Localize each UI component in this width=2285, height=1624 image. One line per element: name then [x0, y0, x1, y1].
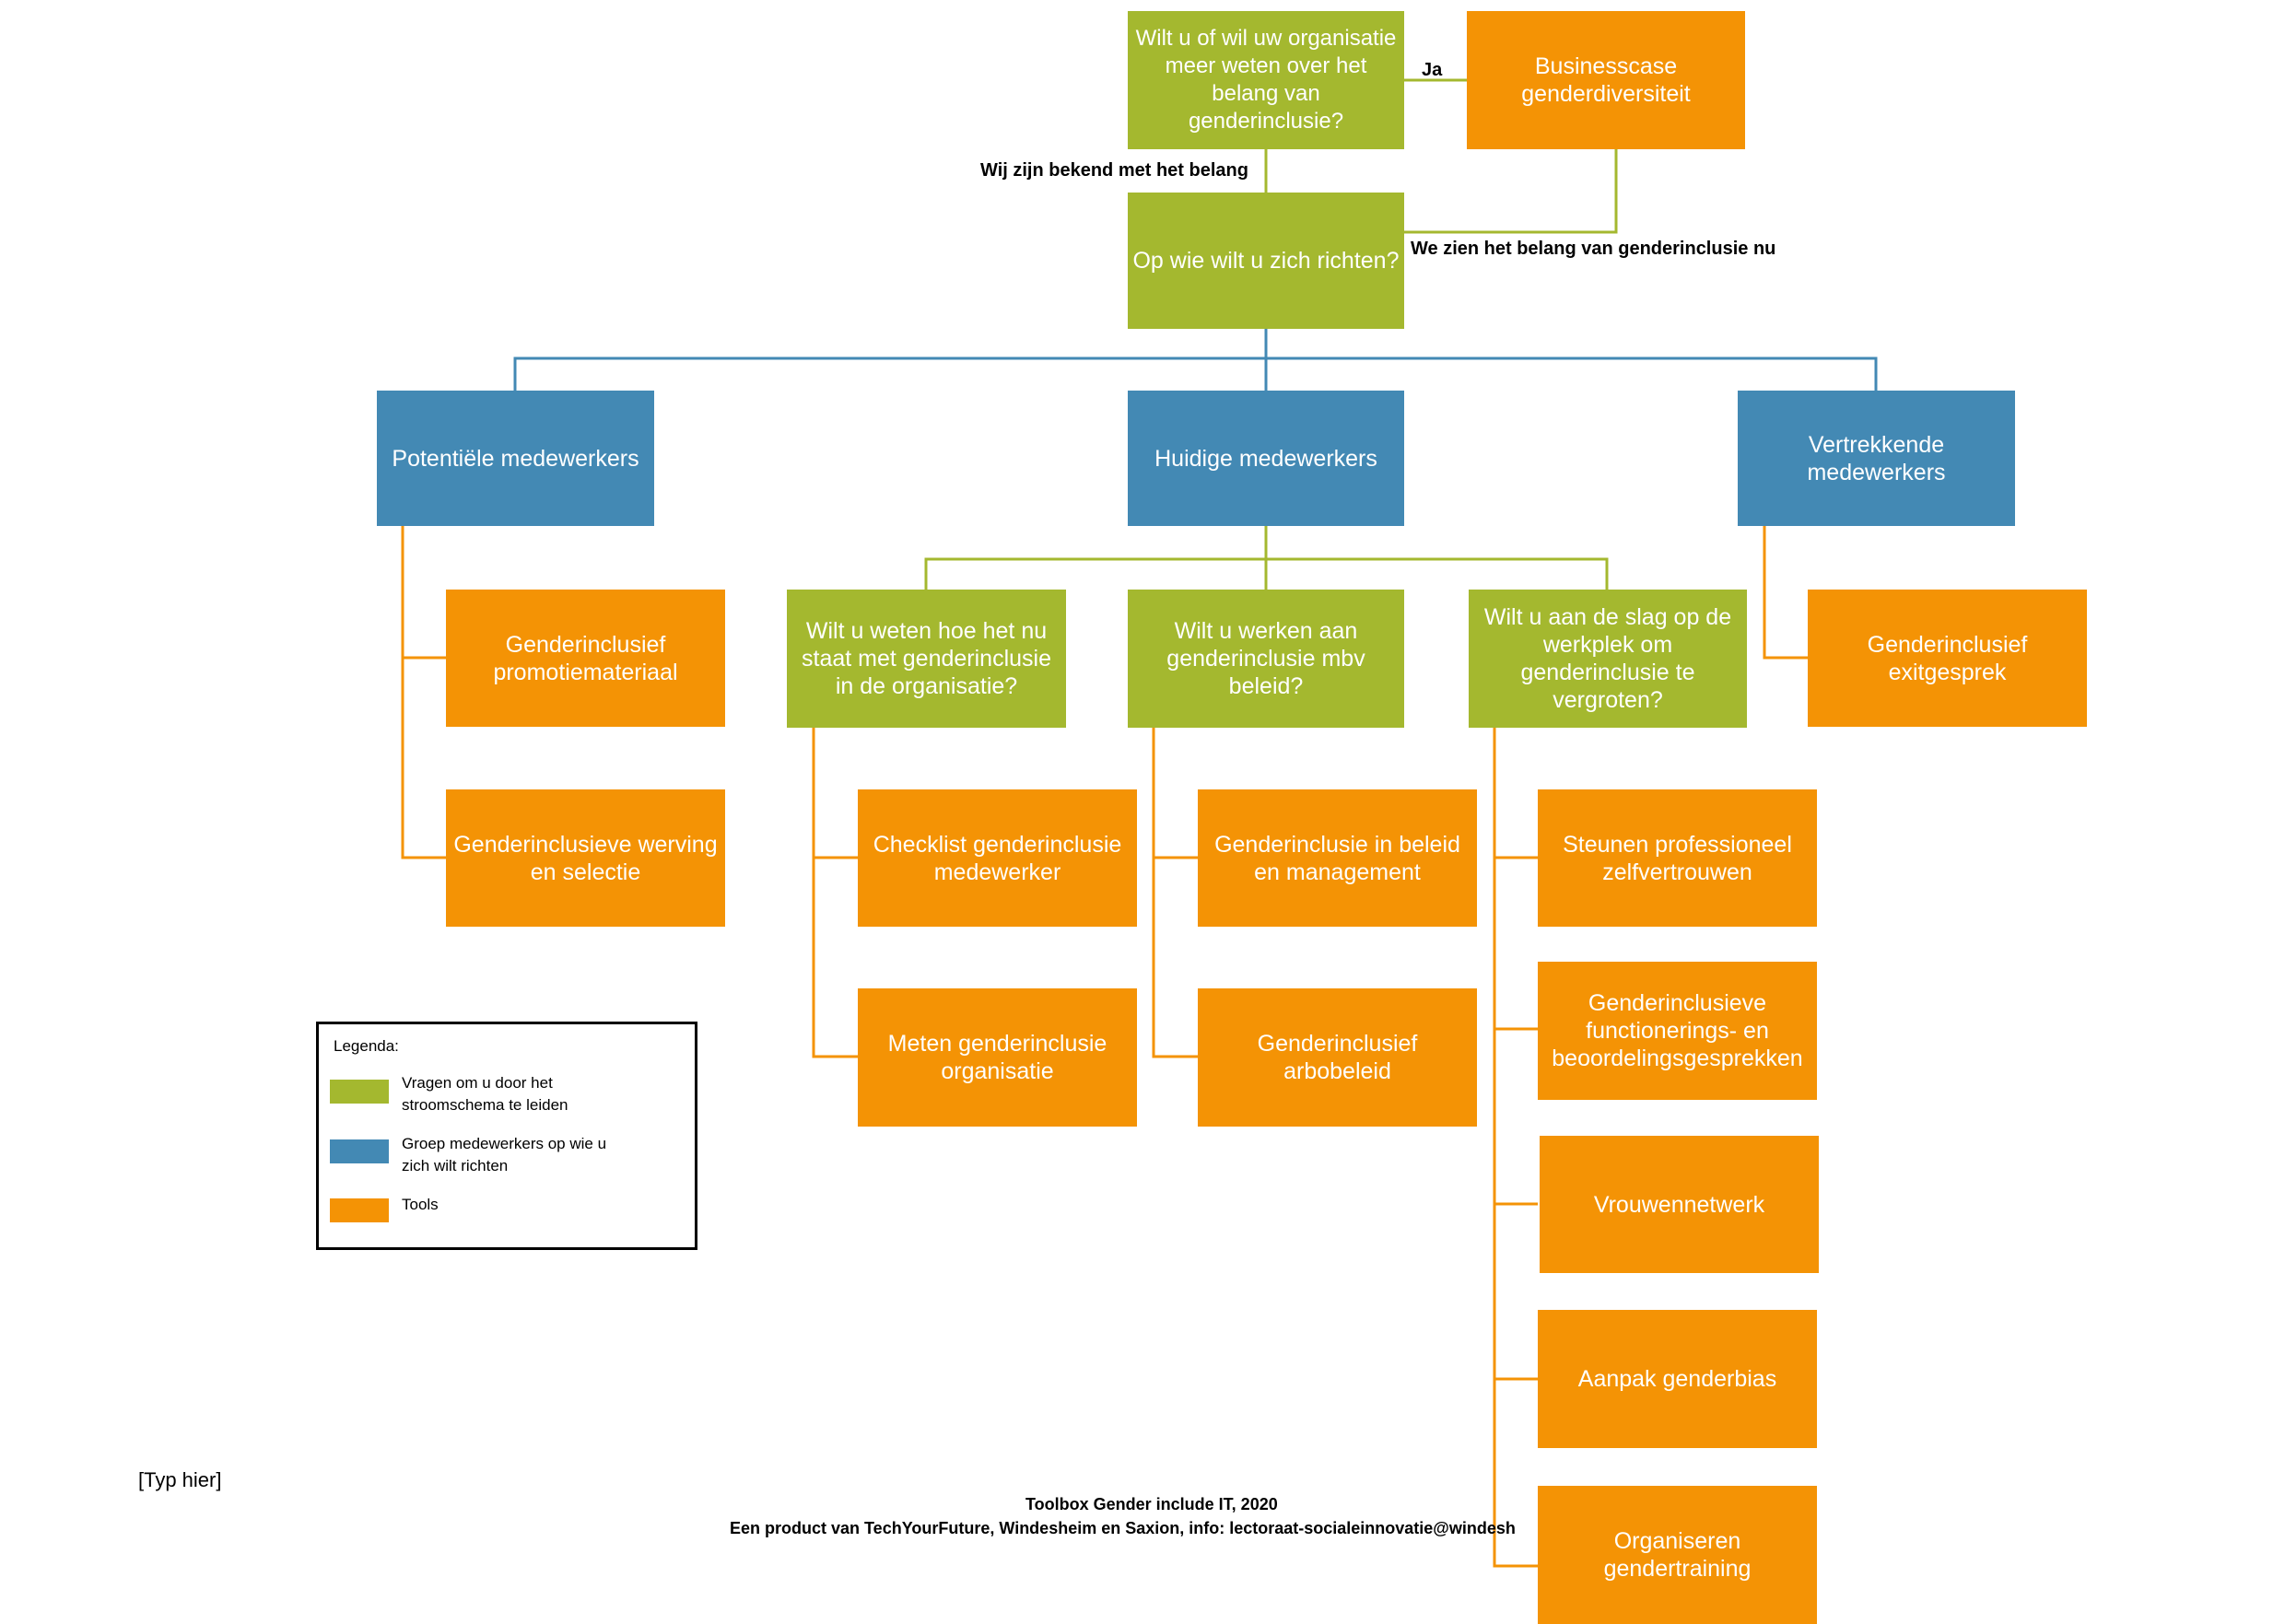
- legend-title: Legenda:: [334, 1037, 399, 1055]
- question-richten-node: Op wie wilt u zich richten?: [1128, 193, 1404, 329]
- question-beleid-node: Wilt u werken aan genderinclusie mbv bel…: [1128, 590, 1404, 728]
- edge-label-ja: Ja: [1422, 60, 1443, 80]
- zelfvertrouwen-tool-node[interactable]: Steunen professioneel zelfvertrouwen: [1538, 789, 1817, 927]
- beleid-management-tool-node[interactable]: Genderinclusie in beleid en management: [1198, 789, 1477, 927]
- promotiemateriaal-tool-node[interactable]: Genderinclusief promotiemateriaal: [446, 590, 725, 727]
- question-werkplek-node: Wilt u aan de slag op de werkplek om gen…: [1469, 590, 1747, 728]
- question-weten-node: Wilt u weten hoe het nu staat met gender…: [787, 590, 1066, 728]
- legend: Legenda: Vragen om u door het stroomsche…: [316, 1022, 697, 1250]
- werving-tool-node[interactable]: Genderinclusieve werving en selectie: [446, 789, 725, 927]
- group-huidige-node: Huidige medewerkers: [1128, 391, 1404, 526]
- arbobeleid-tool-node[interactable]: Genderinclusief arbobeleid: [1198, 988, 1477, 1127]
- checklist-tool-node[interactable]: Checklist genderinclusie medewerker: [858, 789, 1137, 927]
- footer-line-1: Toolbox Gender include IT, 2020: [1025, 1495, 1278, 1513]
- question-belang-node: Wilt u of wil uw organisatie meer weten …: [1128, 11, 1404, 149]
- edge-label-bekend: Wij zijn bekend met het belang: [980, 160, 1248, 181]
- legend-label-group: Groep medewerkers op wie u zich wilt ric…: [402, 1135, 607, 1174]
- legend-swatch-question: [330, 1080, 389, 1104]
- edge-label-zien: We zien het belang van genderinclusie nu: [1411, 239, 1776, 259]
- footer-line-2: Een product van TechYourFuture, Windeshe…: [730, 1519, 1516, 1537]
- footer-line-2-clip: Een product van TechYourFuture, Windeshe…: [730, 1519, 1538, 1547]
- exitgesprek-tool-node[interactable]: Genderinclusief exitgesprek: [1808, 590, 2087, 727]
- legend-swatch-tool: [330, 1198, 389, 1222]
- group-vertrekkende-node: Vertrekkende medewerkers: [1738, 391, 2015, 526]
- group-potentiele-node: Potentiële medewerkers: [377, 391, 654, 526]
- vrouwennetwerk-tool-node[interactable]: Vrouwennetwerk: [1540, 1136, 1819, 1273]
- genderbias-tool-node[interactable]: Aanpak genderbias: [1538, 1310, 1817, 1448]
- legend-swatch-group: [330, 1139, 389, 1163]
- functioneringsgesprekken-tool-node[interactable]: Genderinclusieve functionerings- en beoo…: [1538, 962, 1817, 1100]
- typ-hier-placeholder[interactable]: [Typ hier]: [138, 1468, 222, 1491]
- meten-tool-node[interactable]: Meten genderinclusie organisatie: [858, 988, 1137, 1127]
- legend-label-tool: Tools: [402, 1196, 439, 1213]
- legend-label-question: Vragen om u door het stroomschema te lei…: [402, 1074, 568, 1114]
- businesscase-tool-node[interactable]: Businesscase genderdiversiteit: [1467, 11, 1745, 149]
- gendertraining-tool-node[interactable]: Organiseren gendertraining: [1538, 1486, 1817, 1624]
